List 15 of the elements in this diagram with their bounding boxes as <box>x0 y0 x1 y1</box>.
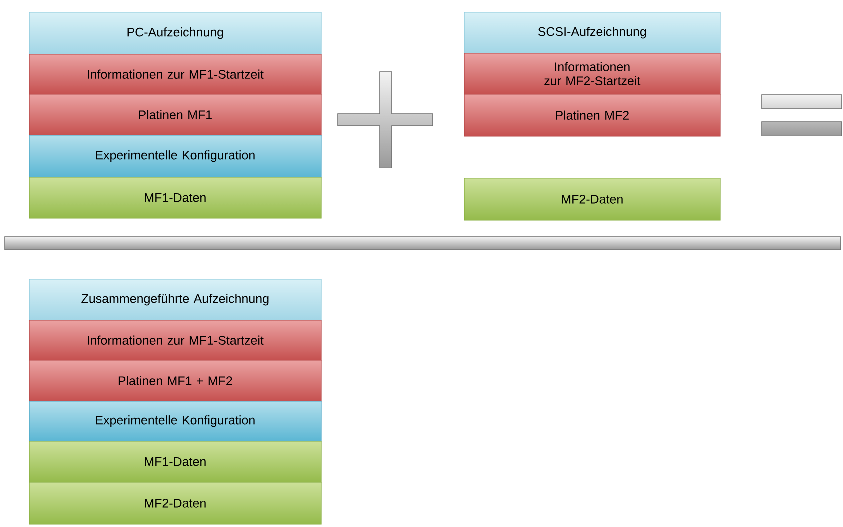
record-field: Platinen MF1 <box>29 94 322 136</box>
record-field: Informationen zur MF1-Startzeit <box>29 54 322 95</box>
record-field: SCSI-Aufzeichnung <box>464 12 721 54</box>
record-field: Platinen MF2 <box>464 94 721 137</box>
record-field: MF2-Daten <box>29 482 322 525</box>
record-field: Experimentelle Konfiguration <box>29 400 322 442</box>
record-field: MF1-Daten <box>29 176 322 219</box>
record-field: MF1-Daten <box>29 440 322 483</box>
record-field: MF2-Daten <box>464 178 721 221</box>
record-field: Zusammengeführte Aufzeichnung <box>29 279 322 321</box>
record-field: Informationen zur MF2-Startzeit <box>464 53 721 95</box>
record-field: Platinen MF1 + MF2 <box>29 360 322 402</box>
record-field: PC-Aufzeichnung <box>29 12 322 55</box>
record-field: Experimentelle Konfiguration <box>29 134 322 178</box>
record-field: Informationen zur MF1-Startzeit <box>29 320 322 361</box>
